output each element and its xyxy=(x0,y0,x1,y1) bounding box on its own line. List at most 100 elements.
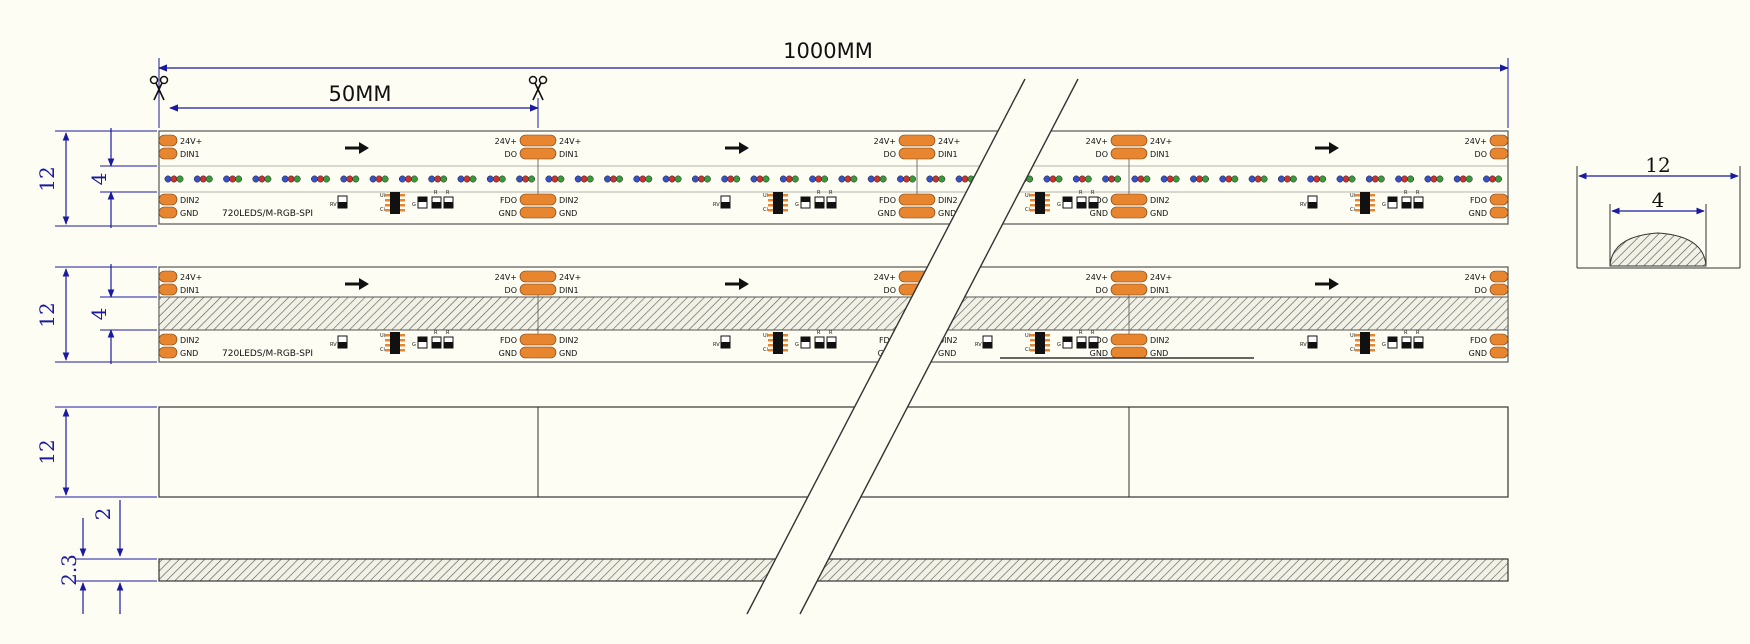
led xyxy=(223,175,243,183)
led-blue xyxy=(1190,175,1197,183)
ic-pin xyxy=(400,199,405,202)
led-blue xyxy=(516,175,524,183)
led-red xyxy=(229,175,237,183)
led xyxy=(281,175,301,183)
ic-pin xyxy=(1030,349,1035,352)
led-blue xyxy=(662,175,670,183)
ic-pin xyxy=(385,204,390,207)
ic-pin xyxy=(385,334,390,337)
label-24v: 24V+ xyxy=(1465,273,1487,282)
g-label: G xyxy=(795,342,799,348)
label-din2: DIN2 xyxy=(1150,196,1170,205)
resistor-body xyxy=(1402,342,1411,348)
resistor-body xyxy=(1089,202,1098,208)
led xyxy=(164,175,184,183)
led-red xyxy=(610,175,617,183)
label-gnd: GND xyxy=(1469,209,1487,218)
led-red xyxy=(756,175,764,183)
rv-label: RV xyxy=(1300,202,1307,208)
label-do: DO xyxy=(1475,150,1487,159)
led-blue xyxy=(223,175,231,183)
ic-pin xyxy=(385,199,390,202)
ci-label: Ci xyxy=(763,347,768,353)
label-gnd: GND xyxy=(559,349,577,358)
led-blue xyxy=(1336,175,1344,183)
ic-pin xyxy=(1045,209,1050,212)
led xyxy=(604,175,623,183)
led-red xyxy=(903,175,910,183)
led xyxy=(1219,175,1239,183)
led-red xyxy=(1313,175,1321,183)
ic-chip xyxy=(1035,192,1045,214)
ic-pin xyxy=(1370,339,1375,342)
led-blue xyxy=(398,175,406,183)
ic-pin xyxy=(783,349,788,352)
label-24v: 24V+ xyxy=(1086,137,1108,146)
strip2-width-dimension: 12 4 xyxy=(35,264,157,364)
led-green xyxy=(235,175,243,183)
led-blue xyxy=(574,175,582,183)
ic-pin xyxy=(1045,344,1050,347)
rv-label: RV xyxy=(975,342,982,348)
label-din1: DIN1 xyxy=(559,286,579,295)
led xyxy=(633,175,653,183)
label-24v: 24V+ xyxy=(559,273,581,282)
led xyxy=(750,175,770,183)
led-blue xyxy=(369,175,377,183)
direction-arrow-icon xyxy=(725,142,749,154)
ic-pin xyxy=(1045,339,1050,342)
ic-pin xyxy=(400,334,405,337)
capacitor-body xyxy=(418,197,427,202)
led-green xyxy=(1495,175,1502,183)
r-label: R xyxy=(829,330,833,336)
label-do: DO xyxy=(505,286,517,295)
ic-chip xyxy=(1035,332,1045,354)
ci-label: Ci xyxy=(380,207,385,213)
ic-pin xyxy=(1045,194,1050,197)
led-green xyxy=(1172,175,1180,183)
resistor-body xyxy=(983,342,992,348)
label-24v: 24V+ xyxy=(874,273,896,282)
led xyxy=(809,175,829,183)
ui-label: Ui xyxy=(1025,193,1030,199)
led-red xyxy=(551,175,559,183)
led xyxy=(838,175,858,183)
led-blue xyxy=(1219,175,1227,183)
led-red xyxy=(434,175,442,183)
solder-pad xyxy=(1110,193,1148,206)
led-blue xyxy=(281,175,289,183)
led-blue xyxy=(604,175,611,183)
led-red xyxy=(727,175,735,183)
led-red xyxy=(1489,175,1496,183)
strip-covered-view: 24V+DIN1DIN2GND24V+DOFDOGND24V+DIN1DIN2G… xyxy=(158,266,1509,363)
label-do: DO xyxy=(505,150,517,159)
led-green xyxy=(176,175,184,183)
led-red xyxy=(199,175,207,183)
label-gnd: GND xyxy=(1090,349,1108,358)
ic-pin xyxy=(783,204,788,207)
led-red xyxy=(317,175,324,183)
label-gnd: GND xyxy=(499,349,517,358)
ic-chip xyxy=(390,332,400,354)
label-gnd: GND xyxy=(499,209,517,218)
led-blue xyxy=(1160,175,1168,183)
led-blue xyxy=(428,175,436,183)
total-length-label: 1000MM xyxy=(783,39,873,63)
led xyxy=(1131,175,1151,183)
label-do: DO xyxy=(1096,286,1108,295)
ic-pin xyxy=(1355,334,1360,337)
led xyxy=(398,175,418,183)
ic-pin xyxy=(385,349,390,352)
led xyxy=(721,175,741,183)
strip3-width-dimension: 12 xyxy=(35,406,157,498)
r-label: R xyxy=(817,190,821,196)
led-blue xyxy=(809,175,817,183)
led xyxy=(1190,175,1209,183)
label-din1: DIN1 xyxy=(938,150,958,159)
solder-pad xyxy=(1110,206,1148,219)
solder-pad xyxy=(1110,333,1148,346)
led xyxy=(369,175,389,183)
r-label: R xyxy=(1079,190,1083,196)
solder-pad xyxy=(158,134,178,147)
cut-length-label: 50MM xyxy=(329,82,392,106)
